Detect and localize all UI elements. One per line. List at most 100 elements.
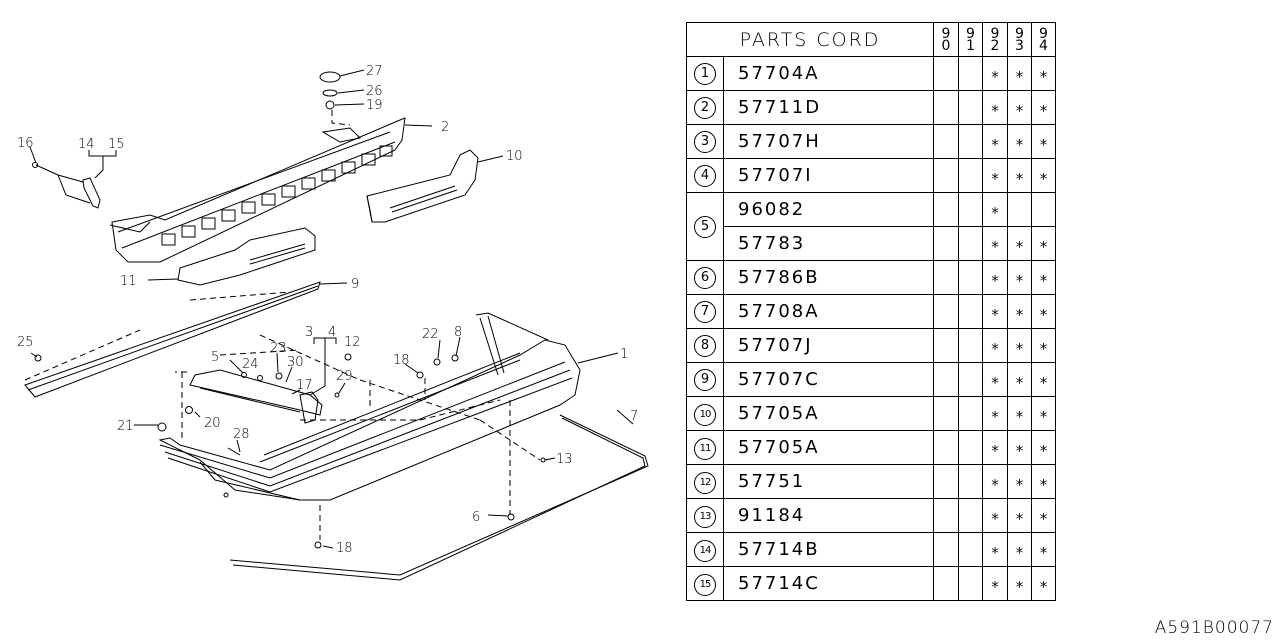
part-number-cell: 57783 (723, 226, 934, 261)
index-cell: 9 (686, 362, 724, 397)
part-number-cell: 96082 (723, 192, 934, 227)
year-applicability-cell (933, 328, 959, 363)
part-number-cell: 57711D (723, 90, 934, 125)
index-cell: 4 (686, 158, 724, 193)
year-applicability-cell (933, 90, 959, 125)
callout-24: 24 (242, 357, 259, 372)
index-cell: 13 (686, 498, 724, 533)
part-number-cell: 57707J (723, 328, 934, 363)
year-applicability-cell (958, 532, 983, 567)
callout-12: 12 (344, 335, 361, 350)
callout-5: 5 (211, 350, 219, 365)
beam-holes (161, 145, 393, 246)
part-number-cell: 91184 (723, 498, 934, 533)
bracket-part-14-15 (32, 162, 101, 209)
callout-13: 13 (556, 452, 573, 467)
year-applicability-cell (958, 124, 983, 159)
year-applicability-cell (933, 498, 959, 533)
year-applicability-cell (1007, 192, 1032, 227)
year-applicability-cell (933, 192, 959, 227)
year-applicability-cell (958, 430, 983, 465)
year-applicability-cell (958, 226, 983, 261)
year-applicability-cell (958, 566, 983, 601)
year-applicability-cell: ∗ (982, 328, 1008, 363)
year-applicability-cell (958, 362, 983, 397)
year-applicability-cell: ∗ (1031, 56, 1056, 91)
callout-22: 22 (422, 327, 439, 342)
circled-index-number: 2 (694, 97, 716, 119)
year-applicability-cell: ∗ (1031, 328, 1056, 363)
callout-2: 2 (441, 120, 449, 135)
circled-index-number: 13 (694, 505, 716, 528)
callout-27: 27 (366, 64, 383, 79)
year-applicability-cell: ∗ (1031, 498, 1056, 533)
circled-index-number: 9 (694, 369, 716, 391)
year-applicability-cell: ∗ (1007, 430, 1032, 465)
callout-30: 30 (287, 355, 304, 370)
year-applicability-cell: ∗ (1031, 566, 1056, 601)
callout-29: 29 (336, 369, 353, 384)
part-number-cell: 57714B (723, 532, 934, 567)
part-number-cell: 57708A (723, 294, 934, 329)
assembly-guide-lines (175, 334, 541, 540)
upper-strip-part-9 (24, 281, 321, 398)
year-applicability-cell: ∗ (1031, 158, 1056, 193)
index-cell: 6 (686, 260, 724, 295)
callout-10: 10 (506, 149, 523, 164)
callout-23: 23 (270, 341, 287, 356)
year-applicability-cell (933, 124, 959, 159)
bumper-cover-part-1 (158, 312, 581, 501)
callout-3: 3 (305, 325, 313, 340)
fastener-stack-27-26-19 (319, 71, 351, 126)
year-applicability-cell: ∗ (1007, 158, 1032, 193)
year-applicability-cell: ∗ (1031, 124, 1056, 159)
reinforcement-beam-part-2 (109, 117, 406, 263)
callout-labels: 27 26 19 2 10 16 14 15 11 9 25 3 4 12 22… (17, 64, 638, 556)
side-cover-part-11 (177, 227, 316, 286)
year-applicability-cell: ∗ (1007, 464, 1032, 499)
year-applicability-cell: ∗ (1031, 362, 1056, 397)
year-applicability-cell: ∗ (1007, 362, 1032, 397)
year-applicability-cell: ∗ (1031, 226, 1056, 261)
year-applicability-cell: ∗ (982, 294, 1008, 329)
callout-14: 14 (78, 137, 95, 152)
year-applicability-cell: ∗ (982, 362, 1008, 397)
callout-9: 9 (351, 277, 359, 292)
part-number-cell: 57707H (723, 124, 934, 159)
year-applicability-cell (958, 294, 983, 329)
grille-assembly (189, 369, 323, 424)
year-applicability-cell: ∗ (982, 124, 1008, 159)
year-applicability-cell: ∗ (982, 464, 1008, 499)
year-applicability-cell: ∗ (1031, 396, 1056, 431)
year-applicability-cell: ∗ (1031, 430, 1056, 465)
circled-index-number: 15 (694, 573, 716, 596)
index-cell: 7 (686, 294, 724, 329)
year-applicability-cell: ∗ (982, 396, 1008, 431)
year-applicability-cell: ∗ (982, 56, 1008, 91)
circled-index-number: 7 (694, 301, 716, 323)
year-applicability-cell: ∗ (982, 260, 1008, 295)
index-cell: 3 (686, 124, 724, 159)
year-applicability-cell: ∗ (1031, 260, 1056, 295)
year-applicability-cell: ∗ (1007, 56, 1032, 91)
circled-index-number: 8 (694, 335, 716, 357)
leader-lines (29, 69, 634, 549)
year-applicability-cell: ∗ (1031, 294, 1056, 329)
year-applicability-cell (933, 464, 959, 499)
index-cell: 10 (686, 396, 724, 431)
year-applicability-cell (933, 226, 959, 261)
